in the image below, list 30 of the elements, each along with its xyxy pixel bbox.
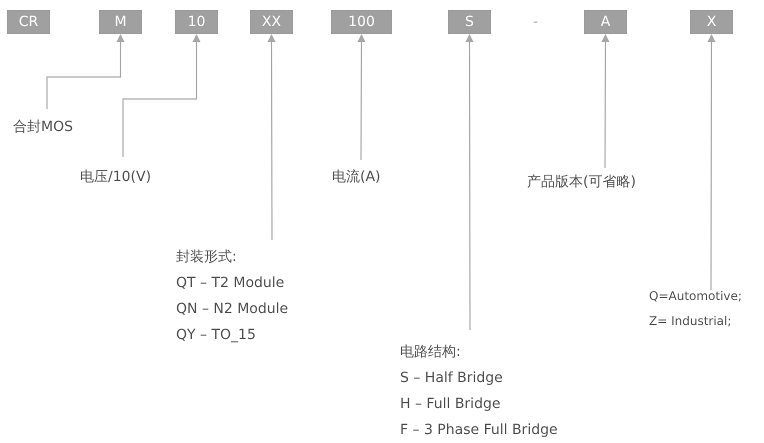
leader-arrow (466, 34, 474, 330)
code-box: 10 (175, 10, 218, 34)
code-box: 100 (331, 10, 392, 34)
note-text: 产品版本(可省略) (527, 173, 636, 192)
note-text: 电压/10(V) (80, 168, 152, 187)
note-text: 合封MOS (13, 118, 73, 137)
leader-arrow (707, 34, 716, 290)
leader-arrow (357, 34, 366, 160)
note-text: H – Full Bridge (400, 395, 502, 414)
note-text: 电流(A) (332, 168, 381, 187)
note-text: Q=Automotive; (649, 288, 742, 305)
note-text: S – Half Bridge (400, 369, 504, 388)
note-text: QN – N2 Module (176, 300, 288, 319)
code-box: M (99, 10, 142, 34)
code-box: A (584, 10, 627, 34)
code-box: X (690, 10, 733, 34)
code-box: CR (7, 10, 50, 34)
code-box: S (448, 10, 491, 34)
heading-text: 电路结构: (400, 343, 462, 362)
note-text: Z= Industrial; (649, 313, 732, 330)
leader-arrow (46, 34, 124, 109)
heading-text: 封装形式: (176, 248, 238, 267)
note-text: QY – TO_15 (176, 326, 257, 345)
separator-text: - (533, 13, 538, 32)
note-text: QT – T2 Module (176, 274, 286, 293)
code-box: XX (250, 10, 293, 34)
leader-arrow (601, 34, 610, 168)
leader-arrow (268, 34, 276, 240)
leader-arrow (122, 34, 200, 157)
note-text: F – 3 Phase Full Bridge (400, 421, 558, 440)
